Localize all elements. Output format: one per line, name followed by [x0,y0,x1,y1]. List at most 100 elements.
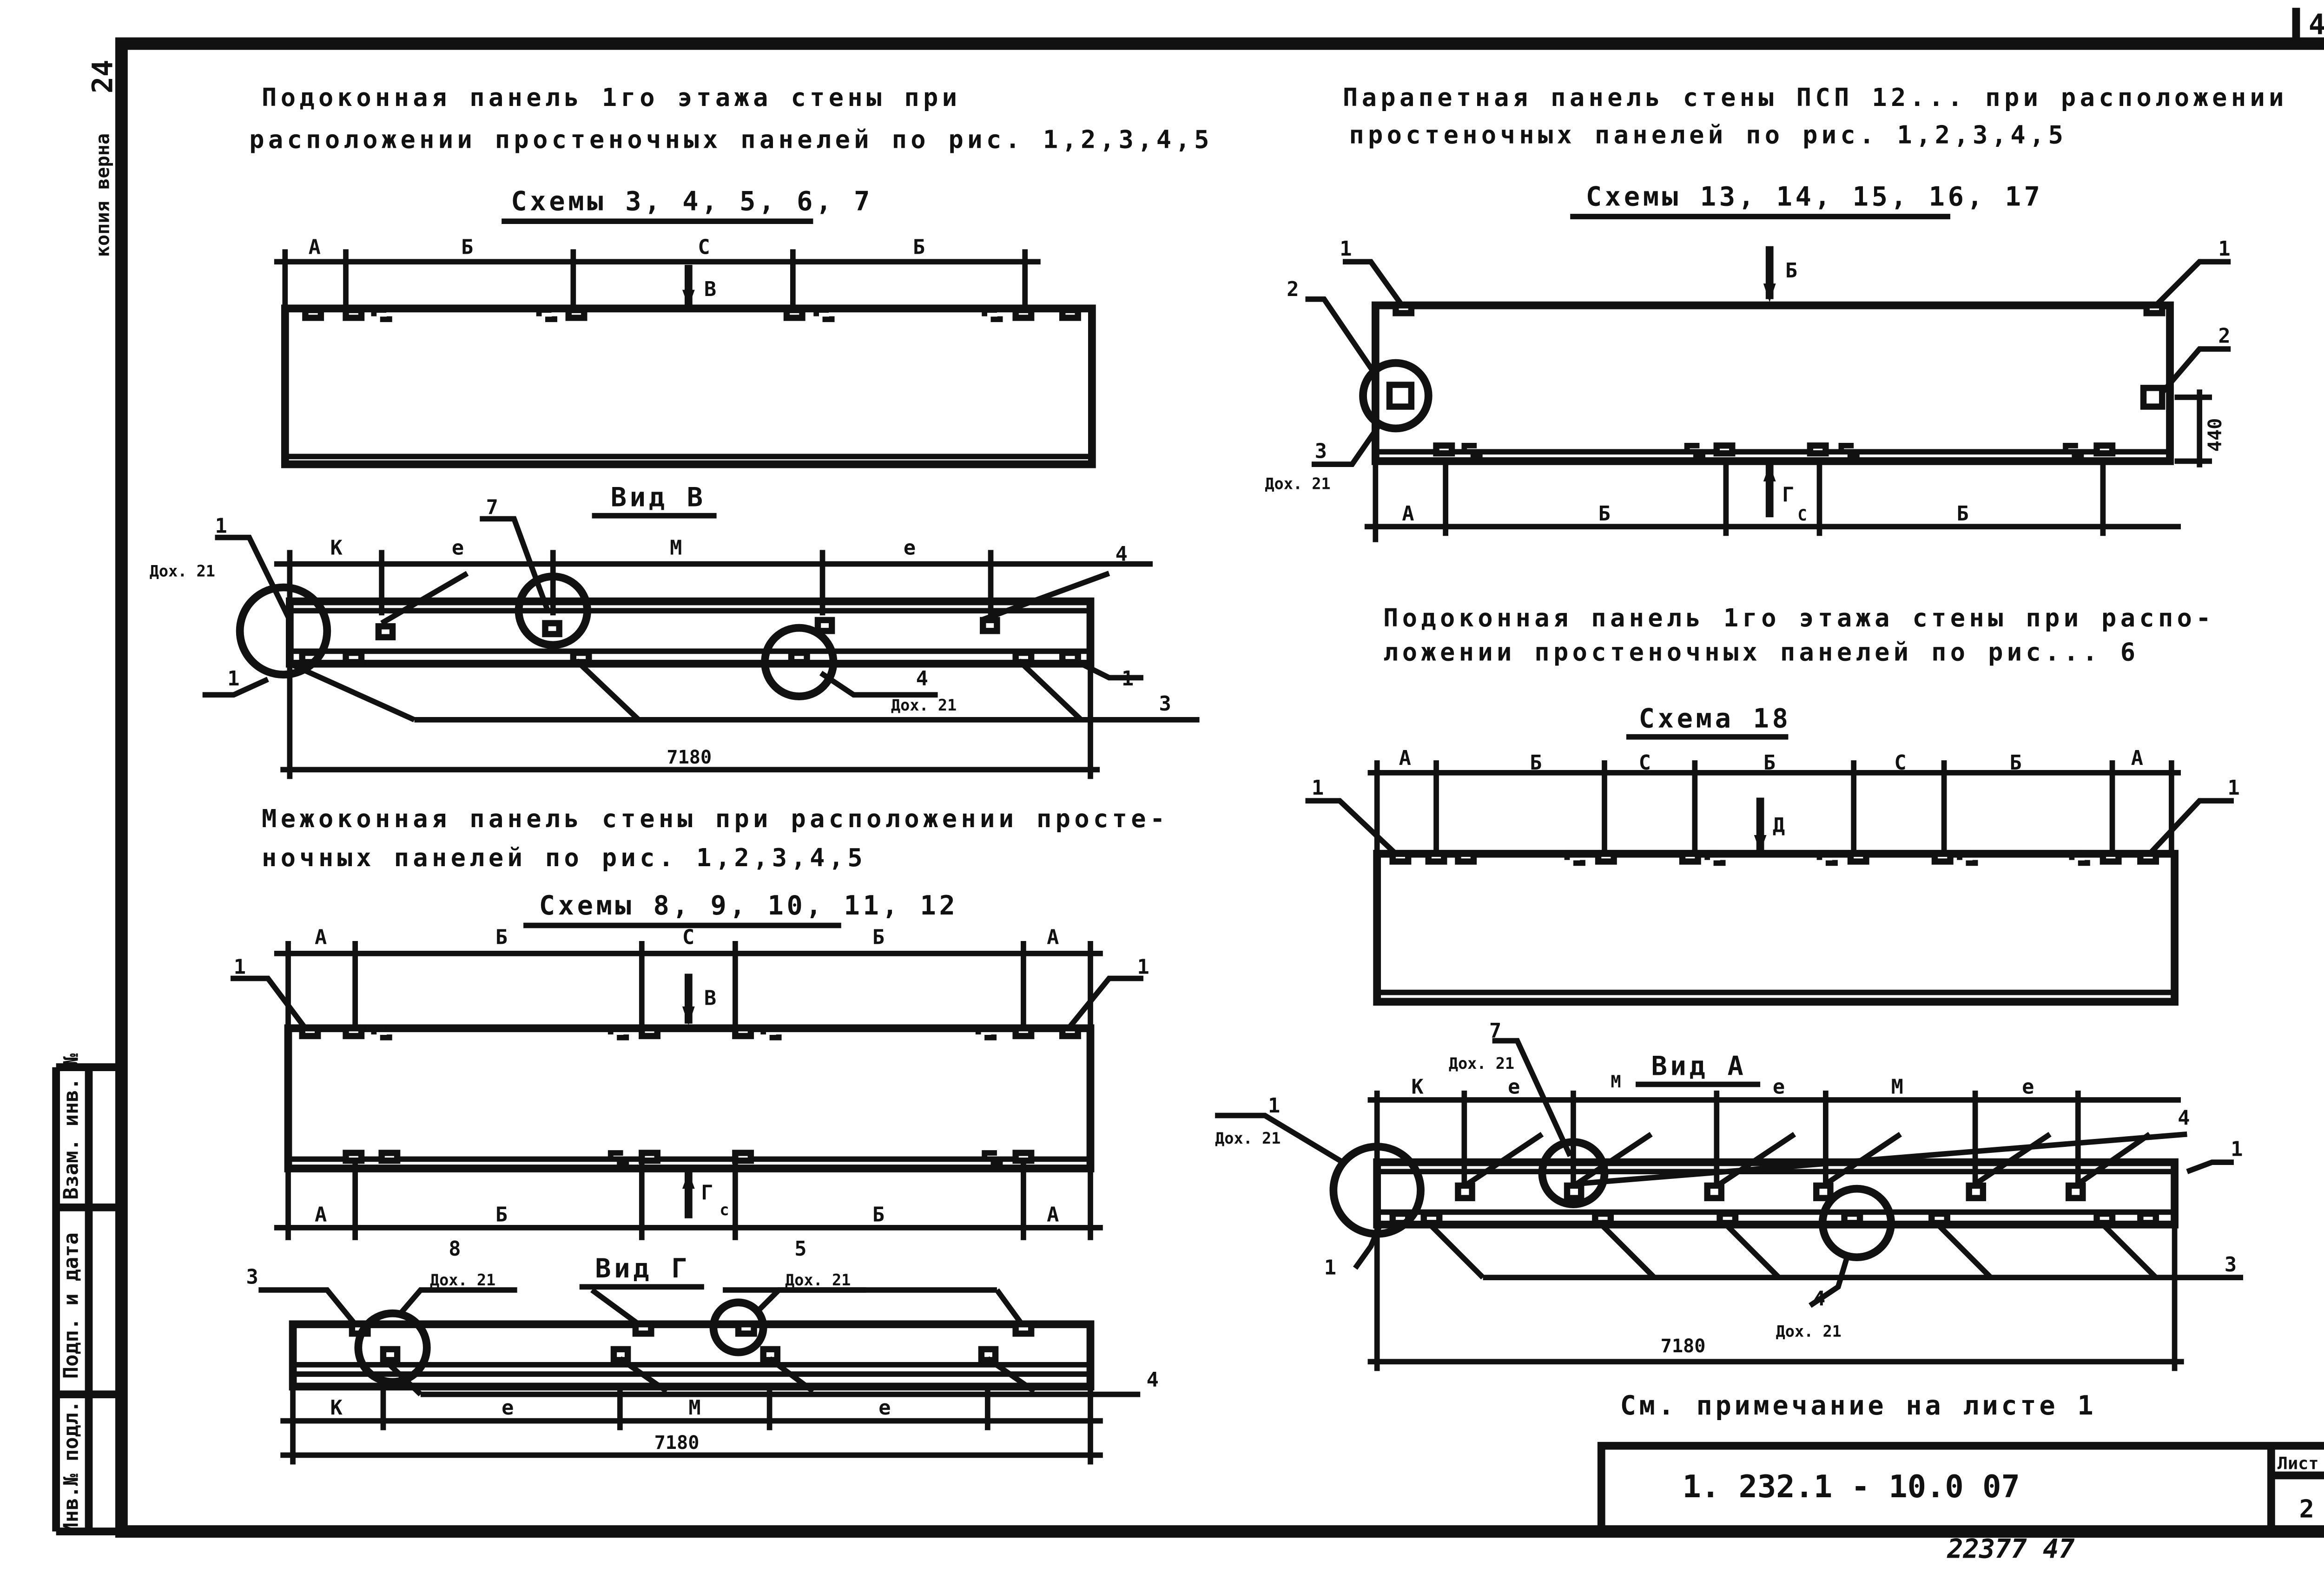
view-a-callout-3: 3 [2225,1253,2237,1277]
stamp-sign-date: Подп. и дата [60,1232,83,1379]
view-v-callout-doc-2: Дох. 21 [891,696,957,714]
view-a-total: 7180 [1661,1336,1706,1357]
middle-panel-title-1: Межоконная панель стены при расположении… [262,804,1169,833]
middle-bottom-dim-a1: А [315,1203,327,1226]
view-a-callout-doc-bottom: Дох. 21 [1776,1323,1842,1341]
title-block [1597,1441,2324,1536]
view-g-callout-8: 8 [449,1237,461,1261]
sheet-frame [52,7,2324,1538]
view-v-dim-e2: е [904,537,916,560]
view-v-callout-1: 1 [215,515,227,538]
view-a-callout-1-left: 1 [1268,1094,1280,1118]
view-v-section: Вид В К е М е [150,482,1200,779]
parapet-callout-doc: Дох. 21 [1265,475,1330,493]
view-a-callout-1-bottom: 1 [1324,1256,1336,1279]
view-g-callout-4: 4 [1147,1369,1159,1392]
view-v-callout-1-right: 1 [1122,667,1134,691]
view-a-section: Вид А К е М е М е [1215,1020,2244,1371]
stamp-inv-number: Инв.№ подл. [60,1401,83,1535]
view-a-callout-doc-left: Дох. 21 [1215,1129,1281,1147]
view-a-title: Вид А [1651,1051,1747,1081]
view-g-dim-k: К [330,1396,343,1420]
middle-callout-1-right: 1 [1137,955,1149,979]
sill-b-dim-b3: Б [2009,751,2021,775]
view-v-dim-e1: е [452,537,464,560]
view-a-dim-m2: М [1891,1076,1903,1099]
sill-dim-a: А [309,236,321,259]
view-g-dim-m: М [688,1396,700,1420]
middle-top-dim-c: С [682,926,694,949]
middle-arrow-top: В [704,987,716,1010]
view-g-callout-doc-2: Дох. 21 [785,1271,851,1289]
sill-arrow-label: В [704,278,716,301]
sill-dim-b1: Б [461,236,473,259]
parapet-callout-1-right: 1 [2218,237,2230,261]
parapet-arrow-bottom: Г [1782,484,1794,507]
view-a-callout-1-right: 1 [2231,1138,2243,1161]
view-g-title: Вид Г [595,1253,690,1284]
view-a-dim-e1: е [1508,1076,1520,1099]
middle-top-dim-a1: А [315,926,327,949]
parapet-arrow-top: Б [1785,259,1797,283]
view-a-dim-e3: е [2022,1076,2034,1099]
middle-arrow-bottom-sub: с [720,1201,729,1219]
bottom-archive-number: 22377 47 [1947,1534,2075,1565]
view-a-dim-m1: М [1611,1072,1621,1092]
parapet-panel-section: Парапетная панель стены ПСП 12... при ра… [1265,83,2288,542]
parapet-panel-title-1: Парапетная панель стены ПСП 12... при ра… [1343,83,2288,112]
view-g-callout-doc: Дох. 21 [430,1271,495,1289]
middle-panel-section: Межоконная панель стены при расположении… [231,804,1169,1240]
copy-signature: 24 [86,59,119,93]
sill-panel-title-1: Подоконная панель 1го этажа стены при [262,83,961,112]
middle-arrow-bottom: Г [701,1182,713,1205]
view-a-callout-doc-top: Дох. 21 [1449,1054,1514,1073]
sill-embedded-parts [302,307,1081,322]
view-g-dim-e2: е [878,1396,891,1420]
middle-panel-title-2: ночных панелей по рис. 1,2,3,4,5 [262,843,866,872]
view-a-dim-e2: е [1773,1076,1785,1099]
parapet-callout-2-right: 2 [2218,325,2230,348]
middle-top-dim-a2: А [1047,926,1059,949]
sill-b-callout-1-left: 1 [1312,777,1324,800]
middle-bottom-dim-b2: Б [872,1203,885,1226]
sill-b-title-2: ложении простеночных панелей по рис... 6 [1383,638,2139,667]
parapet-dim-b1: Б [1598,502,1611,526]
sill-b-arrow: Д [1773,814,1785,837]
sill-b-dim-a2: А [2131,747,2143,770]
sill-b-dim-a1: А [1399,747,1411,770]
sill-panel-schemes: Схемы 3, 4, 5, 6, 7 [511,186,873,217]
middle-panel-schemes: Схемы 8, 9, 10, 11, 12 [539,890,958,921]
sill-panel-b-section: Подоконная панель 1го этажа стены при ра… [1305,603,2240,1006]
view-v-title: Вид В [611,482,706,513]
view-v-dim-m: М [670,537,682,560]
sill-b-schemes: Схема 18 [1639,704,1791,734]
sill-b-dim-b1: Б [1530,751,1542,775]
note-text: См. примечание на листе 1 [1620,1390,2096,1421]
view-v-callout-1-left: 1 [227,667,239,691]
sill-b-dim-b2: Б [1763,751,1776,775]
parapet-dim-b2: Б [1956,502,1968,526]
corner-sheet-number: 46 [2309,9,2324,41]
view-v-total: 7180 [667,747,712,768]
sheet-label: Лист [2278,1454,2319,1474]
stamp-replaced-inv: Взам. инв. № [60,1053,83,1200]
view-a-callout-4-right: 4 [2178,1107,2190,1130]
sill-b-dim-c1: С [1639,751,1651,775]
parapet-dim-a: А [1402,502,1414,526]
view-g-callout-5: 5 [794,1237,806,1261]
view-v-callout-4: 4 [916,667,928,691]
view-g-dim-e1: е [502,1396,514,1420]
middle-top-dim-b2: Б [872,926,885,949]
parapet-dim-c: С [1798,506,1807,524]
sill-b-dim-c2: С [1894,751,1906,775]
sill-dim-b2: Б [913,236,925,259]
view-g-callout-3: 3 [246,1266,258,1289]
parapet-panel-title-2: простеночных панелей по рис. 1,2,3,4,5 [1349,120,2067,149]
view-a-callout-7: 7 [1489,1020,1501,1043]
parapet-height: 440 [2205,418,2226,452]
sill-panel-title-2: расположении простеночных панелей по рис… [249,125,1213,154]
parapet-panel-schemes: Схемы 13, 14, 15, 16, 17 [1586,182,2043,212]
sill-b-callout-1-right: 1 [2228,777,2240,800]
middle-callout-1-left: 1 [234,955,246,979]
